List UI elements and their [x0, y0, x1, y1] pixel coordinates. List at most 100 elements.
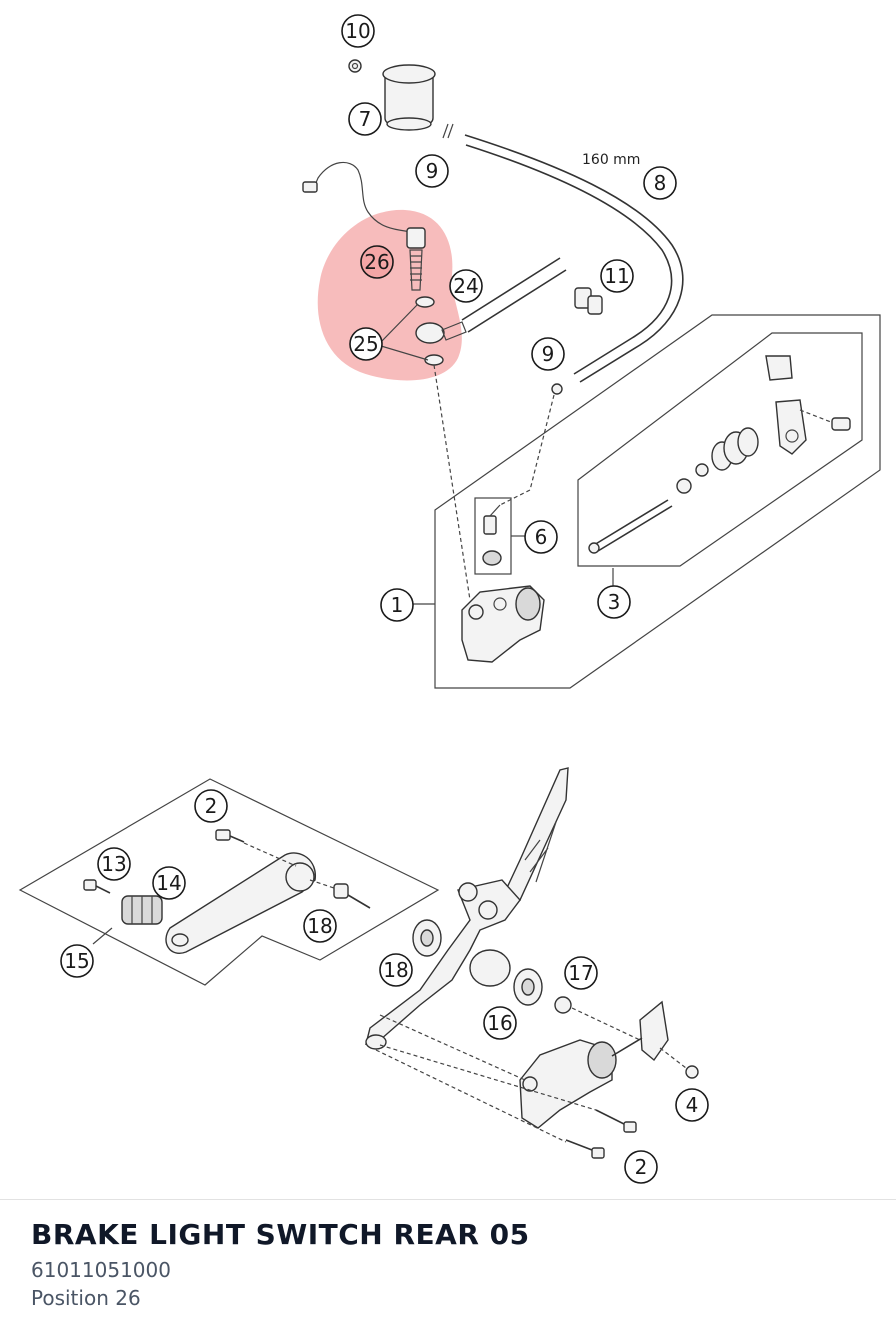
callout-8[interactable]: 8 — [643, 166, 677, 200]
brake-line-part — [461, 257, 561, 321]
o-ring-part — [695, 463, 709, 477]
reservoir-part — [382, 64, 436, 131]
kit-frame-1 — [434, 314, 881, 689]
callout-number: 18 — [383, 958, 408, 982]
brake-light-switch-part — [406, 227, 426, 291]
assembly-line — [375, 1049, 567, 1143]
part-info-panel: BRAKE LIGHT SWITCH REAR 05 61011051000 P… — [0, 1199, 896, 1336]
bolt-part-lower-a — [595, 1109, 637, 1133]
callout-number: 9 — [542, 342, 555, 366]
highlight-position-26 — [317, 209, 462, 381]
bearing-part-a-inner — [420, 929, 434, 947]
callout-13[interactable]: 13 — [97, 847, 131, 881]
pedal-arm-part — [165, 852, 316, 954]
callout-24[interactable]: 24 — [449, 269, 483, 303]
callout-number: 2 — [205, 794, 218, 818]
callout-circle — [194, 789, 228, 823]
callout-number: 25 — [353, 332, 378, 356]
callout-18[interactable]: 18 — [379, 953, 413, 987]
callout-26[interactable]: 26 — [360, 245, 394, 279]
callout-9[interactable]: 9 — [531, 337, 565, 371]
seal-ring-part — [676, 478, 692, 494]
callout-circle — [60, 944, 94, 978]
assembly-line — [379, 1044, 597, 1111]
bolt-part-upper — [215, 829, 245, 843]
wire-connector — [302, 181, 318, 193]
callout-circle — [341, 14, 375, 48]
callout-number: 18 — [307, 914, 332, 938]
callout-3[interactable]: 3 — [597, 585, 631, 619]
bolt-part-13 — [83, 879, 111, 894]
bleeder-valve-part — [483, 504, 501, 535]
callout-7[interactable]: 7 — [348, 102, 382, 136]
hose-clamp-lower — [551, 383, 563, 395]
assembly-line — [499, 394, 555, 506]
leader-line — [380, 303, 429, 361]
callout-number: 13 — [101, 852, 126, 876]
callout-16[interactable]: 16 — [483, 1006, 517, 1040]
callout-number: 6 — [535, 525, 548, 549]
callout-circle — [379, 953, 413, 987]
boot-part — [711, 427, 759, 471]
callout-circle — [97, 847, 131, 881]
callout-17[interactable]: 17 — [564, 956, 598, 990]
hose-clamp-top — [442, 123, 454, 139]
callout-11[interactable]: 11 — [600, 259, 634, 293]
callout-9[interactable]: 9 — [415, 154, 449, 188]
callout-number: 14 — [156, 871, 181, 895]
callout-circle — [449, 269, 483, 303]
assembly-line — [379, 1014, 526, 1081]
callout-4[interactable]: 4 — [675, 1088, 709, 1122]
nut-part — [765, 355, 793, 381]
master-cylinder-part — [461, 585, 545, 663]
callout-2[interactable]: 2 — [624, 1150, 658, 1184]
assembly-line — [571, 1007, 641, 1041]
callout-circle — [348, 102, 382, 136]
callout-circle — [524, 520, 558, 554]
callout-number: 26 — [364, 250, 389, 274]
callout-2[interactable]: 2 — [194, 789, 228, 823]
callout-number: 9 — [426, 159, 439, 183]
assembly-line — [309, 879, 335, 889]
assembly-line — [433, 364, 471, 601]
callout-number: 17 — [568, 961, 593, 985]
callout-15[interactable]: 15 — [60, 944, 94, 978]
part-number: 61011051000 — [31, 1258, 171, 1282]
dimension-label: 160 mm — [582, 152, 640, 168]
clevis-part — [775, 399, 807, 455]
callout-18[interactable]: 18 — [303, 909, 337, 943]
callout-circle — [643, 166, 677, 200]
callout-circle — [624, 1150, 658, 1184]
kit-frame-15 — [18, 778, 440, 986]
callout-6[interactable]: 6 — [524, 520, 558, 554]
cap-part — [482, 550, 502, 566]
clip-part — [574, 287, 603, 315]
kit-frame-3 — [577, 332, 863, 567]
nut-part-4 — [685, 1065, 699, 1079]
push-rod-part — [588, 499, 673, 554]
cap-screw-part — [348, 59, 362, 73]
callout-1[interactable]: 1 — [380, 588, 414, 622]
callout-number: 3 — [608, 590, 621, 614]
callout-10[interactable]: 10 — [341, 14, 375, 48]
callout-25[interactable]: 25 — [349, 327, 383, 361]
callout-number: 4 — [686, 1093, 699, 1117]
callout-circle — [303, 909, 337, 943]
part-title: BRAKE LIGHT SWITCH REAR 05 — [31, 1218, 530, 1251]
hose-part-inner — [465, 144, 673, 375]
hose-part — [464, 134, 684, 383]
assembly-line — [659, 1047, 687, 1069]
callout-number: 16 — [487, 1011, 512, 1035]
washer-part-17 — [554, 996, 572, 1014]
callout-number: 11 — [604, 264, 629, 288]
callout-circle — [564, 956, 598, 990]
callout-14[interactable]: 14 — [152, 866, 186, 900]
callout-circle — [531, 337, 565, 371]
switch-wire — [311, 161, 413, 233]
pin-part — [831, 417, 851, 431]
callout-circle — [152, 866, 186, 900]
brake-line-part-b — [467, 269, 567, 333]
callout-circle — [360, 245, 394, 279]
